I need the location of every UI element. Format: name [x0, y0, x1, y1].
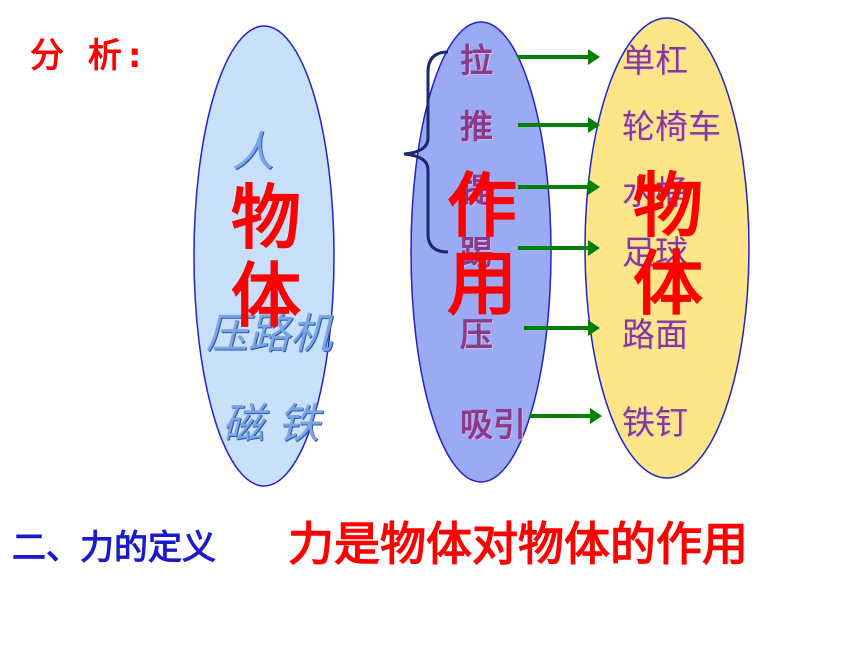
left-item-road-roller: 压路机: [206, 309, 333, 358]
left-label-2: 体: [231, 255, 301, 337]
right-label-1: 物: [633, 165, 703, 247]
middle-label-1: 作: [447, 165, 517, 247]
object-bucket: 水桶: [622, 173, 688, 212]
arrow-group: [518, 49, 602, 424]
middle-ellipse: [410, 21, 552, 483]
arrow-head-4: [588, 320, 600, 336]
definition-text: 力是物体对物体的作用: [288, 517, 748, 571]
left-item-magnet: 磁 铁: [222, 399, 320, 448]
left-item-person: 人: [232, 127, 275, 176]
object-wheelchair: 轮椅车: [622, 107, 721, 146]
object-horizontal-bar: 单杠: [622, 41, 688, 80]
arrow-head-1: [588, 117, 600, 133]
object-football: 足球: [622, 233, 688, 272]
definition-label: 二、力的定义: [12, 528, 216, 568]
right-label-2: 体: [633, 243, 703, 325]
arrow-head-0: [588, 49, 600, 65]
verb-press: 压: [460, 315, 493, 354]
object-road-surface: 路面: [622, 315, 688, 354]
middle-label-2: 用: [447, 243, 517, 325]
verb-attract: 吸引: [460, 405, 526, 444]
curly-brace: [403, 50, 449, 254]
verb-lift: 提: [460, 171, 493, 210]
verb-push: 推: [460, 107, 493, 146]
arrow-head-5: [590, 408, 602, 424]
verb-pull: 拉: [460, 41, 493, 80]
arrow-head-2: [588, 179, 600, 195]
arrow-head-3: [588, 240, 600, 256]
left-label-1: 物: [231, 177, 301, 259]
object-iron-nail: 铁钉: [622, 403, 688, 442]
analysis-heading: 分 析:: [30, 36, 148, 76]
verb-kick: 踢: [460, 233, 493, 272]
left-ellipse: [193, 25, 335, 487]
